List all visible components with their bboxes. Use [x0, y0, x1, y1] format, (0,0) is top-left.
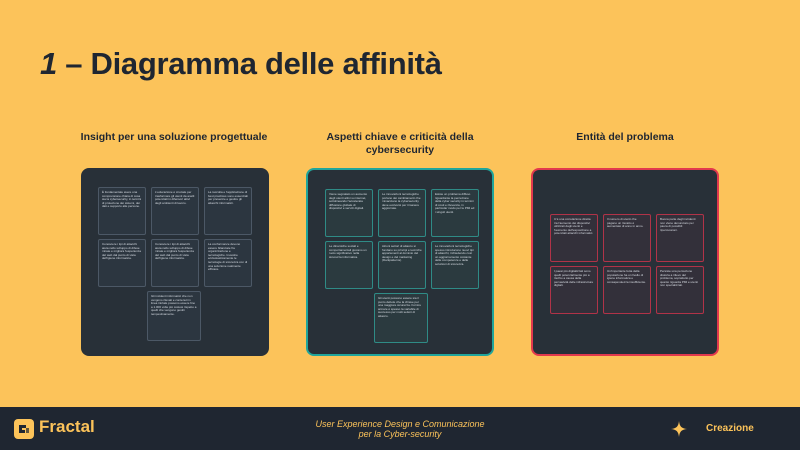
sticky-note: La conformance devono essere bilanciate …	[204, 239, 252, 287]
sticky-note: Il numero di utenti che pagano un riscat…	[603, 214, 651, 262]
sticky-note: Conoscere i tipi di attacchi aiuta nello…	[151, 239, 199, 287]
board-entita: C'è una correlazione diretta tra l'aumen…	[531, 168, 719, 356]
sticky-note: Conoscere i tipi di attacchi aiuta nello…	[98, 239, 146, 287]
sticky-note: La raccolta e l'applicazione di best pra…	[204, 187, 252, 235]
logo-text: Fractal	[39, 417, 95, 436]
sticky-note: Alcuni settori di attacco si fondano su …	[378, 241, 426, 289]
sticky-note: Viene segnalato un aumento degli utenti …	[325, 189, 373, 237]
sticky-note: Buona parte degli incidenti non viene de…	[656, 214, 704, 262]
section-label: Creazione	[706, 423, 754, 434]
sticky-note: Le dinamiche sociali e comportamentali g…	[325, 241, 373, 289]
sparkle-icon	[670, 420, 688, 438]
sticky-note: Gli incidenti informatici che non vengon…	[147, 291, 201, 341]
title-text: – Diagramma delle affinità	[56, 46, 442, 81]
course-line-2: per la Cyber-security	[358, 429, 442, 439]
course-line-1: User Experience Design e Comunicazione	[315, 419, 485, 429]
sticky-note: L'educazione è cruciale per trasformare …	[151, 187, 199, 235]
sticky-note: Esiste un problema diffuso riguardante l…	[431, 189, 479, 237]
board-insight: È fondamentale avere una comprensione ch…	[81, 168, 269, 356]
sticky-note: C'è una correlazione diretta tra l'aumen…	[550, 214, 598, 262]
column-heading-insight: Insight per una soluzione progettuale	[80, 131, 268, 143]
column-heading-entita: Entità del problema	[576, 131, 674, 143]
sticky-note: Un'importante fetta della popolazione ha…	[603, 266, 651, 314]
board-aspetti: Viene segnalato un aumento degli utenti …	[306, 168, 494, 356]
sticky-note: Le innovazioni tecnologiche spesso intro…	[431, 241, 479, 289]
fractal-logo-icon	[14, 419, 34, 439]
sticky-note: Gli utenti possono essere sia il punto d…	[374, 293, 428, 343]
sticky-note: È fondamentale avere una comprensione ch…	[98, 187, 146, 235]
course-title: User Experience Design e Comunicazione p…	[260, 419, 540, 439]
footer-bar: Fractal User Experience Design e Comunic…	[0, 407, 800, 450]
title-number: 1	[40, 46, 57, 81]
sticky-note: Le innovazioni tecnologiche portano dei …	[378, 189, 426, 237]
sticky-note: Persiste una percezione distorta a rilie…	[656, 266, 704, 314]
sticky-note: I paesi più digitalizzati sono quelli po…	[550, 266, 598, 314]
column-heading-aspetti: Aspetti chiave e criticità della cyberse…	[326, 131, 474, 156]
page-title: 1 – Diagramma delle affinità	[40, 46, 442, 82]
